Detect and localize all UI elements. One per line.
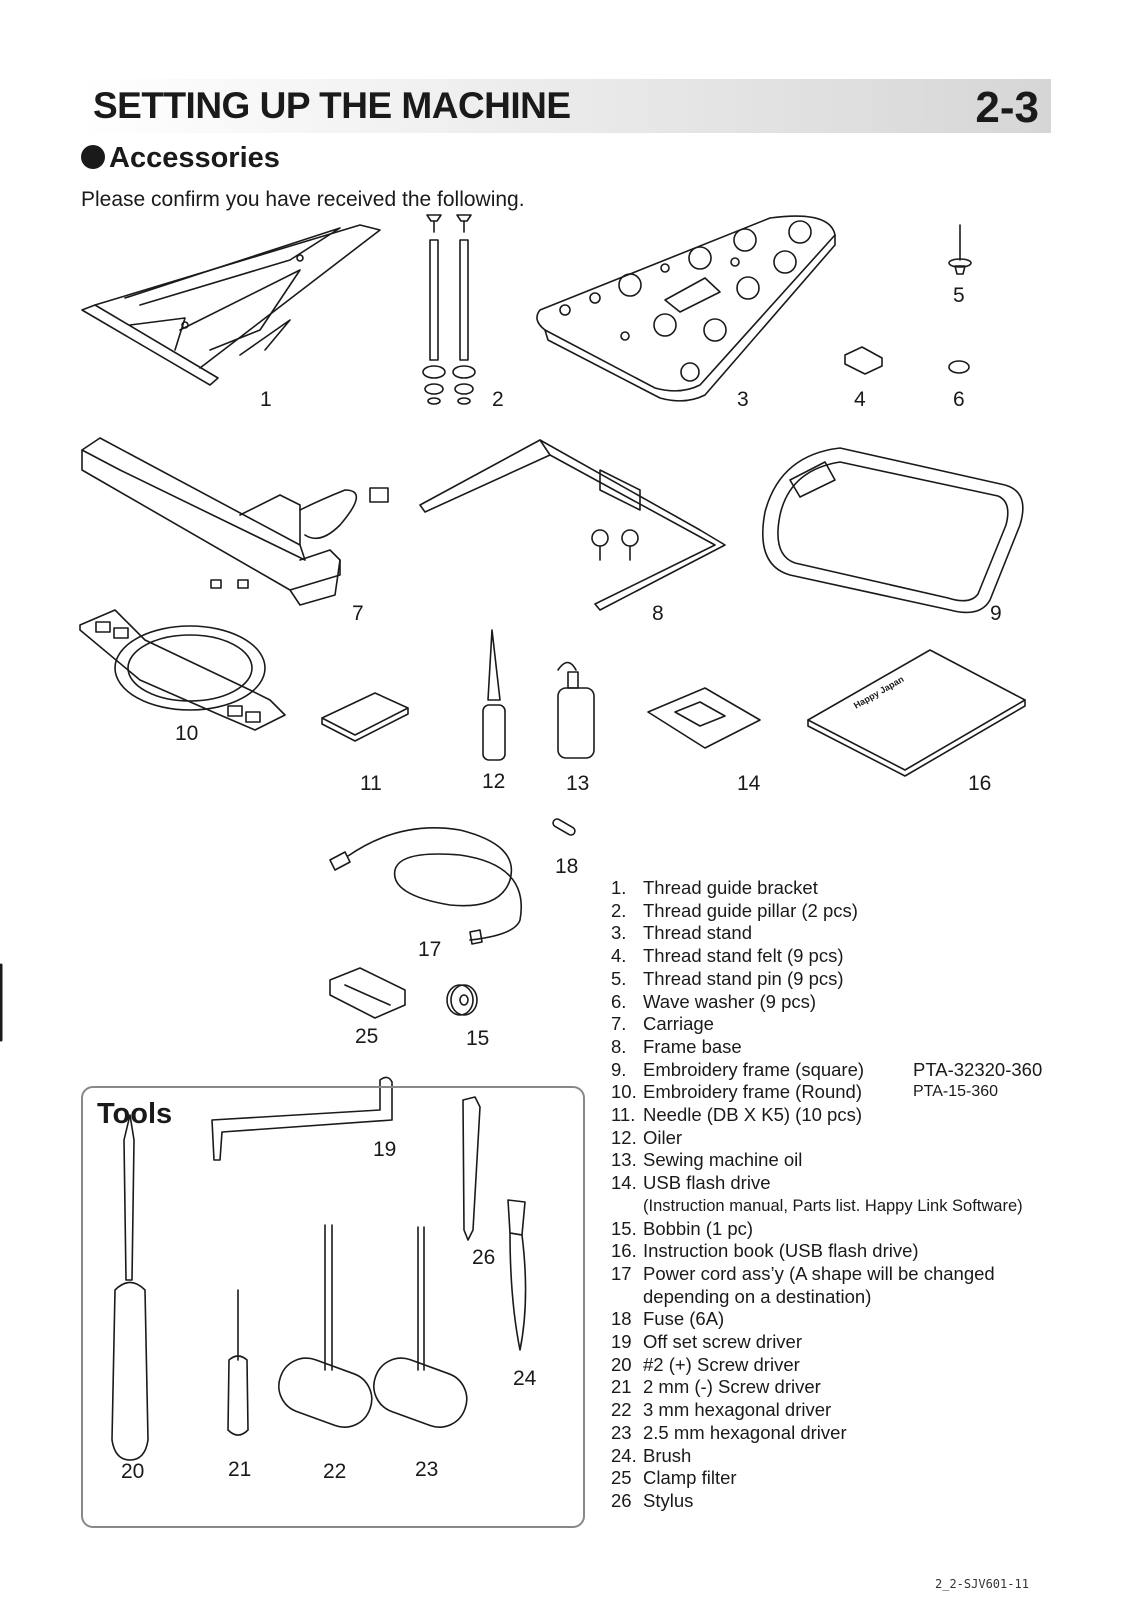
section-number: 2-3 [975, 83, 1039, 132]
sewing-oil-drawing [557, 661, 595, 759]
carriage-drawing [81, 437, 389, 606]
figure-label-22: 22 [323, 1460, 347, 1483]
page-footer: 2_2-SJV601-11 [935, 1577, 1029, 1591]
figure-label-12: 12 [482, 770, 506, 793]
figure-label-9: 9 [990, 602, 1002, 625]
thread-stand-pin-drawing [948, 224, 972, 275]
clamp-filter-drawing [329, 967, 406, 1019]
hex-driver-2.5mm-drawing [373, 1226, 468, 1428]
embroidery-frame-square-drawing [762, 447, 1024, 614]
intro-text: Please confirm you have received the fol… [81, 188, 525, 211]
minus-screw-driver-drawing [227, 1289, 249, 1436]
figure-label-4: 4 [854, 388, 866, 411]
list-item: 10.Embroidery frame (Round)PTA-15-360 [611, 1081, 999, 1103]
list-item: 9.Embroidery frame (square)PTA-32320-360 [611, 1058, 1043, 1080]
fuse-drawing [552, 818, 576, 836]
figure-label-14: 14 [737, 772, 761, 795]
page-title: SETTING UP THE MACHINE [93, 85, 571, 126]
figure-label-26: 26 [472, 1246, 496, 1269]
figure-label-2: 2 [492, 388, 504, 411]
thread-guide-bracket-drawing [81, 224, 381, 386]
figure-label-15: 15 [466, 1027, 490, 1050]
figure-label-6: 6 [953, 388, 965, 411]
plus-screw-driver-drawing [111, 1114, 149, 1461]
figure-label-25: 25 [355, 1025, 379, 1048]
frame-base-drawing [419, 439, 726, 611]
instruction-book-drawing [807, 649, 1026, 777]
figure-label-18: 18 [555, 855, 579, 878]
figure-label-3: 3 [737, 388, 749, 411]
needle-pack-drawing [321, 692, 409, 742]
bobbin-drawing [446, 984, 478, 1016]
part-code: PTA-32320-360 [913, 1058, 1043, 1080]
figure-label-16: 16 [968, 772, 992, 795]
hex-driver-3mm-drawing [278, 1224, 373, 1428]
embroidery-frame-round-drawing [79, 609, 286, 731]
stylus-drawing [462, 1096, 481, 1241]
offset-screw-driver-drawing [211, 1076, 393, 1161]
usb-flash-drive-drawing [647, 687, 761, 749]
section-heading: Accessories [81, 142, 280, 175]
figure-label-8: 8 [652, 602, 664, 625]
tools-title: Tools [97, 1098, 173, 1130]
figure-label-20: 20 [121, 1460, 145, 1483]
figure-label-21: 21 [228, 1458, 252, 1481]
thread-guide-pillar-drawing [422, 214, 476, 405]
bullet-icon [81, 145, 105, 169]
figure-label-23: 23 [415, 1458, 439, 1481]
figure-label-13: 13 [566, 772, 590, 795]
wave-washer-drawing [948, 360, 970, 374]
tools-box [81, 1086, 585, 1528]
power-cord-drawing [329, 827, 522, 945]
figure-label-5: 5 [953, 284, 965, 307]
section-title: Accessories [109, 142, 280, 174]
figure-label-24: 24 [513, 1367, 537, 1390]
figure-label-7: 7 [352, 602, 364, 625]
figure-label-1: 1 [260, 388, 272, 411]
figure-label-17: 17 [418, 938, 442, 961]
figure-label-10: 10 [175, 722, 199, 745]
thread-stand-drawing [536, 215, 836, 402]
brush-drawing [507, 1199, 527, 1351]
thread-stand-felt-drawing [844, 346, 883, 375]
page-header: SETTING UP THE MACHINE 2-3 [81, 79, 1051, 133]
oiler-drawing [482, 629, 506, 761]
figure-label-19: 19 [373, 1138, 397, 1161]
figure-label-11: 11 [360, 772, 382, 795]
part-code: PTA-15-360 [913, 1083, 999, 1101]
